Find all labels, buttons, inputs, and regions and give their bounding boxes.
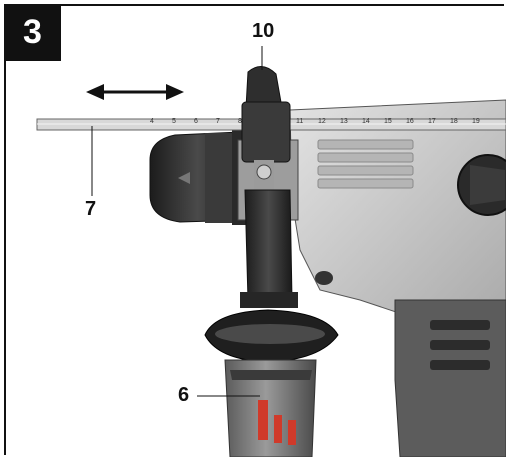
- callout-additional-handle: 6: [178, 384, 190, 406]
- drill-housing: [289, 99, 506, 457]
- callout-leaders: [91, 46, 263, 397]
- callout-depth-stop: 7: [85, 198, 97, 220]
- figure-frame: [4, 4, 504, 455]
- figure-number-badge: 3: [4, 4, 61, 61]
- double-arrow-icon: [86, 84, 184, 100]
- additional-handle: [204, 66, 339, 457]
- callout-depth-stop-grip: 10: [252, 20, 275, 42]
